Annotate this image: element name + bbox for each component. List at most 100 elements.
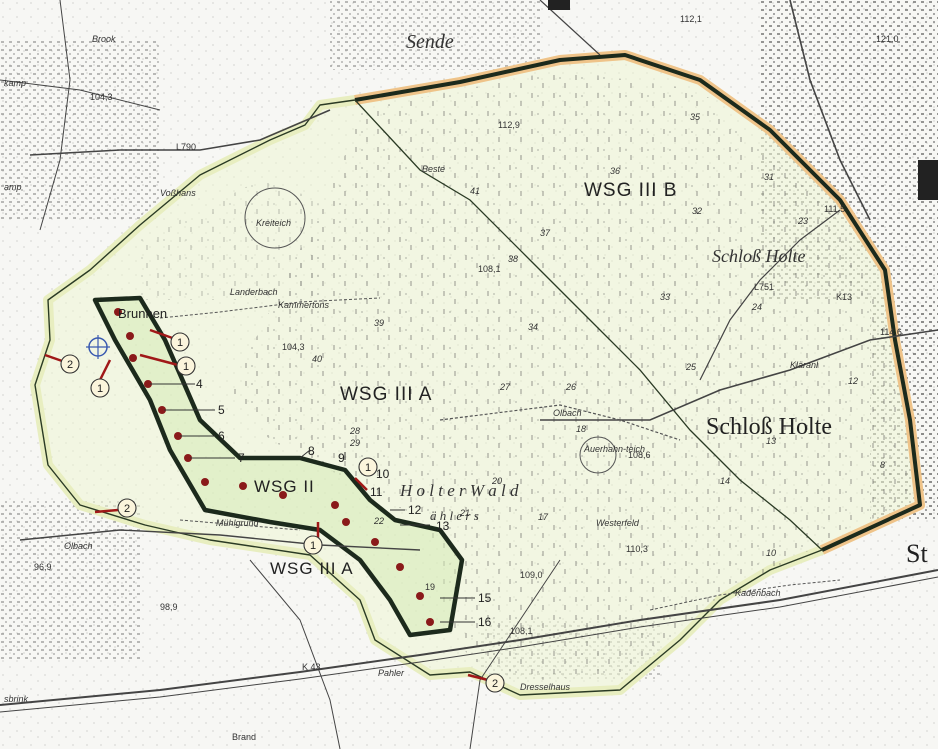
place-landerbach: Landerbach xyxy=(230,287,278,297)
well-leader-lines xyxy=(150,383,475,623)
forest-number: 18 xyxy=(576,424,586,434)
place-olbach-east: Olbach xyxy=(553,408,582,418)
elevation: 104,3 xyxy=(90,92,113,102)
zone-label-wsg-iiib: WSG III B xyxy=(584,180,677,201)
elevation: 109,0 xyxy=(520,570,543,580)
elevation: 96,9 xyxy=(34,562,52,572)
well-dot xyxy=(426,618,434,626)
well-number: 10 xyxy=(376,467,390,481)
place-st: St xyxy=(906,539,928,568)
forest-area-west xyxy=(140,180,320,300)
elevation: 104,3 xyxy=(282,342,305,352)
well-dot xyxy=(184,454,192,462)
well-dot xyxy=(279,491,287,499)
elevation: 112,1 xyxy=(680,14,702,24)
place-beste: Beste xyxy=(422,164,445,174)
place-muehlgrund: Mühlgrund xyxy=(216,518,260,528)
road-l790: L790 xyxy=(176,142,196,152)
well-number: 4 xyxy=(196,377,203,391)
marker-label: 1 xyxy=(97,383,103,395)
place-kadenbach: Kadenbach xyxy=(735,588,781,598)
place-westerfeld: Westerfeld xyxy=(596,518,640,528)
forest-number: 29 xyxy=(349,438,360,448)
place-vosshans: Voßhans xyxy=(160,188,196,198)
forest-number: 36 xyxy=(610,166,620,176)
forest-number: 13 xyxy=(766,436,776,446)
well-dot xyxy=(114,308,122,316)
elevation: 121,0 xyxy=(876,34,899,44)
wsg-iiib-bold-boundary xyxy=(354,53,922,552)
forest-number: 32 xyxy=(692,206,702,216)
forest-number: 23 xyxy=(797,216,808,226)
well-dot xyxy=(126,332,134,340)
well-dot xyxy=(342,518,350,526)
marker-label: 1 xyxy=(183,361,189,373)
marker-label: 2 xyxy=(124,503,130,515)
well-number: 16 xyxy=(478,615,492,629)
elevation: 108,1 xyxy=(510,626,533,636)
well-dot xyxy=(174,432,182,440)
well-number: 7 xyxy=(238,451,245,465)
marker-label: 1 xyxy=(177,337,183,349)
marker-circles xyxy=(60,332,505,693)
zone-label-wsg-iiia: WSG III A xyxy=(340,384,432,405)
forest-number: 26 xyxy=(565,382,576,392)
well-number: 9 xyxy=(338,451,345,465)
forest-number: 39 xyxy=(374,318,384,328)
well-dot xyxy=(129,354,137,362)
forest-number: 37 xyxy=(540,228,551,238)
place-sbrink: sbrink xyxy=(4,694,29,704)
well-dot xyxy=(201,478,209,486)
elevation: 98,9 xyxy=(160,602,178,612)
well-number: 8 xyxy=(308,444,315,458)
forest-number: 35 xyxy=(690,112,701,122)
forest-number: 24 xyxy=(751,302,762,312)
elevation: 114,6 xyxy=(880,327,902,337)
forest-number: 38 xyxy=(508,254,518,264)
place-dresselhaus: Dresselhaus xyxy=(520,682,571,692)
forest-number: 12 xyxy=(848,376,858,386)
well-number: 5 xyxy=(218,403,225,417)
place-sende: Sende xyxy=(406,31,454,53)
well-number: 13 xyxy=(436,519,450,533)
wsg-ii-boundary xyxy=(92,295,465,638)
map-frame-mark xyxy=(548,0,570,10)
forest-number: 10 xyxy=(766,548,776,558)
well-sites xyxy=(114,308,434,626)
place-brunnen: Brunnen xyxy=(118,306,167,321)
forest-number: 27 xyxy=(499,382,511,392)
forest-number: 17 xyxy=(538,512,549,522)
forest-number: 14 xyxy=(720,476,730,486)
wsg-ii-fill xyxy=(95,298,462,635)
well-number: 15 xyxy=(478,591,492,605)
well-dot xyxy=(239,482,247,490)
elevation: 110,3 xyxy=(626,544,648,554)
pond-auerhahnteich xyxy=(579,436,617,474)
zone-label-wsg-ii: WSG II xyxy=(254,477,315,496)
place-olbach-west: Olbach xyxy=(64,541,93,551)
forest-number: 40 xyxy=(312,354,322,364)
place-holter-wald: H o l t e r W a l d xyxy=(399,481,519,500)
well-dot xyxy=(144,380,152,388)
elevation: 108,6 xyxy=(628,450,651,460)
place-kammertons: Kammertons xyxy=(278,300,330,310)
place-auerhahnteich: Auerhahn-teich xyxy=(583,444,645,454)
forest-area xyxy=(230,70,910,680)
place-kreiteich: Kreiteich xyxy=(256,218,291,228)
well-number: 19 xyxy=(425,582,435,592)
place-kamp: kamp xyxy=(4,78,26,88)
forest-number: 25 xyxy=(685,362,697,372)
place-schloss-holte-top: Schloß Holte xyxy=(712,246,805,266)
elevation: 111,5 xyxy=(824,204,845,214)
place-klaeranl: Kläranl xyxy=(790,360,819,370)
well-dot xyxy=(416,592,424,600)
streams xyxy=(159,297,841,611)
elevation: 108,1 xyxy=(478,264,501,274)
marker-label: 2 xyxy=(492,678,498,690)
forest-number: 41 xyxy=(470,186,480,196)
well-number: 6 xyxy=(218,429,225,443)
well-dot xyxy=(396,563,404,571)
marker-label: 2 xyxy=(67,359,73,371)
zone-divider-line xyxy=(354,99,823,551)
